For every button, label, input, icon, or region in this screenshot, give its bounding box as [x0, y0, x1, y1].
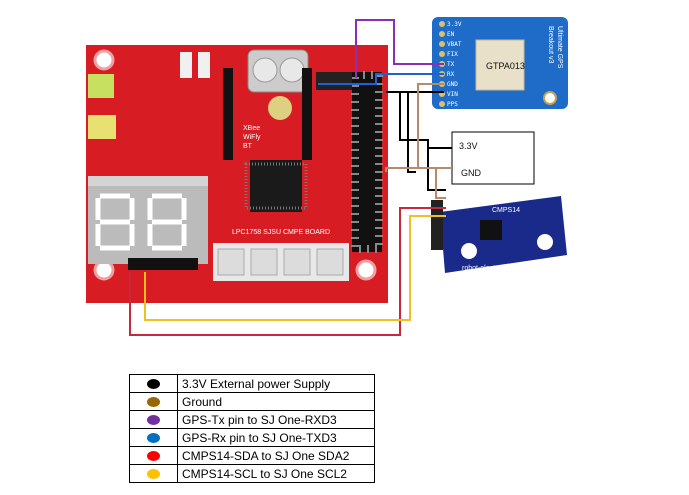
bt-label: BT [243, 143, 253, 150]
gps-pin-list: 3.3V EN VBAT FIX TX RX GND VIN PPS [439, 21, 462, 108]
led-green [88, 74, 114, 98]
push-button-3 [283, 248, 311, 276]
legend-text: 3.3V External power Supply [177, 374, 375, 393]
xbee-header-right [302, 68, 312, 160]
gps-pin-label-tx: TX [447, 61, 455, 68]
mount-hole-icon [93, 49, 115, 71]
digit-2 [147, 193, 187, 251]
uart-header [316, 72, 352, 90]
cmps14-header [431, 200, 443, 250]
right-pin-rows [351, 71, 383, 253]
wire-gps-tx [355, 19, 444, 78]
legend-swatch-cell [129, 392, 178, 411]
cmps14-title: CMPS14 [492, 207, 520, 214]
push-button-4 [316, 248, 344, 276]
cmps14-hole-icon [461, 243, 477, 259]
display-header [88, 176, 208, 186]
legend-color-dot-icon [147, 415, 160, 426]
legend-text: Ground [177, 392, 375, 411]
legend-row: Ground [129, 392, 375, 411]
legend-color-dot-icon [147, 451, 160, 462]
header-white [180, 52, 192, 78]
legend-text: CMPS14-SDA to SJ One SDA2 [177, 446, 375, 465]
xbee-label: XBee [243, 125, 260, 132]
gps-board-text-2: Breakout v3 [547, 26, 554, 63]
crystal-icon [268, 96, 292, 120]
gps-pin-pad [439, 51, 445, 57]
wire-sda [129, 207, 446, 336]
legend-row: CMPS14-SCL to SJ One SCL2 [129, 464, 375, 483]
gps-pin-label-vbat: VBAT [447, 41, 462, 48]
cmps14-module: CMPS14 robot-electronics.co.uk [431, 196, 567, 273]
power-gnd-label: GND [461, 168, 482, 178]
coin-cell-icon [252, 57, 278, 83]
gps-pin-label-vin: VIN [447, 91, 458, 98]
gps-antenna [475, 39, 525, 91]
legend-color-dot-icon [147, 397, 160, 408]
cmps14-hole-icon [537, 234, 553, 250]
power-3v3-label: 3.3V [459, 141, 478, 151]
gps-pin-label-pps: PPS [447, 101, 458, 108]
gps-pin-label-en: EN [447, 31, 455, 38]
power-supply-box: 3.3V GND [451, 131, 535, 185]
legend-swatch-cell [129, 464, 178, 483]
power-box-frame [451, 131, 535, 185]
gps-pin-pad [439, 21, 445, 27]
push-button-1 [217, 248, 245, 276]
legend-color-dot-icon [147, 433, 160, 444]
legend-text: GPS-Rx pin to SJ One-TXD3 [177, 428, 375, 447]
push-button-2 [250, 248, 278, 276]
legend-row: 3.3V External power Supply [129, 374, 375, 393]
gps-pin-label-33v: 3.3V [447, 21, 462, 28]
gps-pin-label-gnd: GND [447, 81, 458, 88]
gps-pin-pad [439, 31, 445, 37]
coin-cell-icon [279, 57, 305, 83]
legend-swatch-cell [129, 374, 178, 393]
sj-one-board: XBee WiFly BT LPC1758 SJSU CMPE BOARD [86, 45, 388, 303]
legend-swatch-cell [129, 446, 178, 465]
gps-pin-pad [439, 41, 445, 47]
xbee-header-left [223, 68, 233, 160]
led-yellow [88, 115, 116, 139]
wifly-label: WiFly [243, 134, 261, 141]
lpc1758-chip [250, 160, 302, 212]
wire-scl [144, 215, 446, 321]
wires [129, 19, 452, 336]
legend-row: CMPS14-SDA to SJ One SDA2 [129, 446, 375, 465]
legend-row: GPS-Tx pin to SJ One-RXD3 [129, 410, 375, 429]
gps-pin-label-rx: RX [447, 71, 455, 78]
wire-3v3-supply [399, 92, 446, 191]
legend-color-dot-icon [147, 469, 160, 480]
legend-text: CMPS14-SCL to SJ One SCL2 [177, 464, 375, 483]
wiring-diagram: XBee WiFly BT LPC1758 SJSU CMPE BOARD GT… [86, 17, 568, 336]
wire-cmps-gnd [435, 168, 446, 199]
legend-text: GPS-Tx pin to SJ One-RXD3 [177, 410, 375, 429]
wire-gnd-box [385, 167, 452, 172]
cmps14-chip [480, 220, 502, 240]
wire-gps-rx [318, 73, 444, 85]
bottom-header [128, 258, 198, 270]
gps-pin-label-fix: FIX [447, 51, 458, 58]
gps-pin-pad [439, 101, 445, 107]
wire-3v3-branch [407, 92, 416, 173]
chip-pins [244, 162, 308, 210]
digit-1 [95, 193, 135, 251]
legend-color-dot-icon [147, 379, 160, 390]
gps-mount-hole-icon [543, 91, 557, 105]
wire-gps-gnd [417, 83, 444, 168]
legend-swatch-cell [129, 410, 178, 429]
legend-row: GPS-Rx pin to SJ One-TXD3 [129, 428, 375, 447]
legend-swatch-cell [129, 428, 178, 447]
gps-chip-label: GTPA013 [486, 61, 525, 71]
mount-hole-icon [355, 259, 377, 281]
header-white [198, 52, 210, 78]
sj-board-label: LPC1758 SJSU CMPE BOARD [232, 229, 330, 236]
gps-module: GTPA013 Ultimate GPS Breakout v3 3.3V EN V… [432, 17, 568, 109]
cmps14-url: robot-electronics.co.uk [462, 265, 533, 272]
gps-board-text-1: Ultimate GPS [556, 26, 563, 69]
